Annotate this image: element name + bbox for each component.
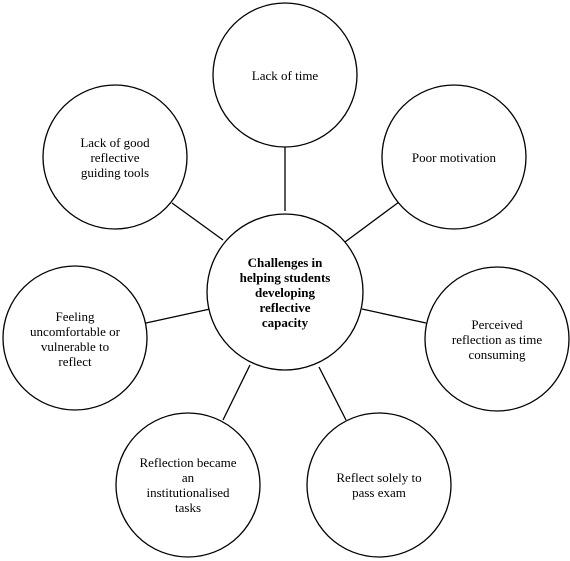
circle-center: [206, 213, 364, 371]
circle-feeling-uncomfortable: [2, 265, 148, 411]
connector-lines: [145, 146, 427, 421]
edge-lack-of-tools: [171, 202, 224, 241]
node-label-poor-motivation: Poor motivation: [411, 149, 497, 165]
circle-lack-of-tools: [42, 84, 188, 230]
edge-poor-motivation: [344, 201, 400, 243]
node-label-feeling-uncomfortable: Feeling uncomfortable or vulnerable to r…: [30, 309, 120, 369]
center-node-label: Challenges in helping students developin…: [239, 254, 331, 330]
node-label-reflection-institutionalised: Reflection became an institutionalised t…: [139, 455, 237, 515]
circle-lack-of-time: [212, 2, 358, 148]
edge-reflection-institutionalised: [222, 364, 251, 421]
edge-reflect-solely: [318, 366, 347, 421]
circle-poor-motivation: [381, 84, 527, 230]
circle-reflection-institutionalised: [115, 412, 261, 558]
edge-perceived-reflection: [361, 308, 427, 324]
circle-perceived-reflection: [424, 266, 570, 412]
node-label-reflect-solely: Reflect solely to pass exam: [336, 470, 422, 500]
edge-feeling-uncomfortable: [145, 308, 211, 324]
node-label-lack-of-tools: Lack of good reflective guiding tools: [80, 134, 150, 180]
node-label-perceived-reflection: Perceived reflection as time consuming: [451, 316, 543, 362]
node-label-lack-of-time: Lack of time: [251, 67, 319, 83]
circle-reflect-solely: [306, 412, 452, 558]
